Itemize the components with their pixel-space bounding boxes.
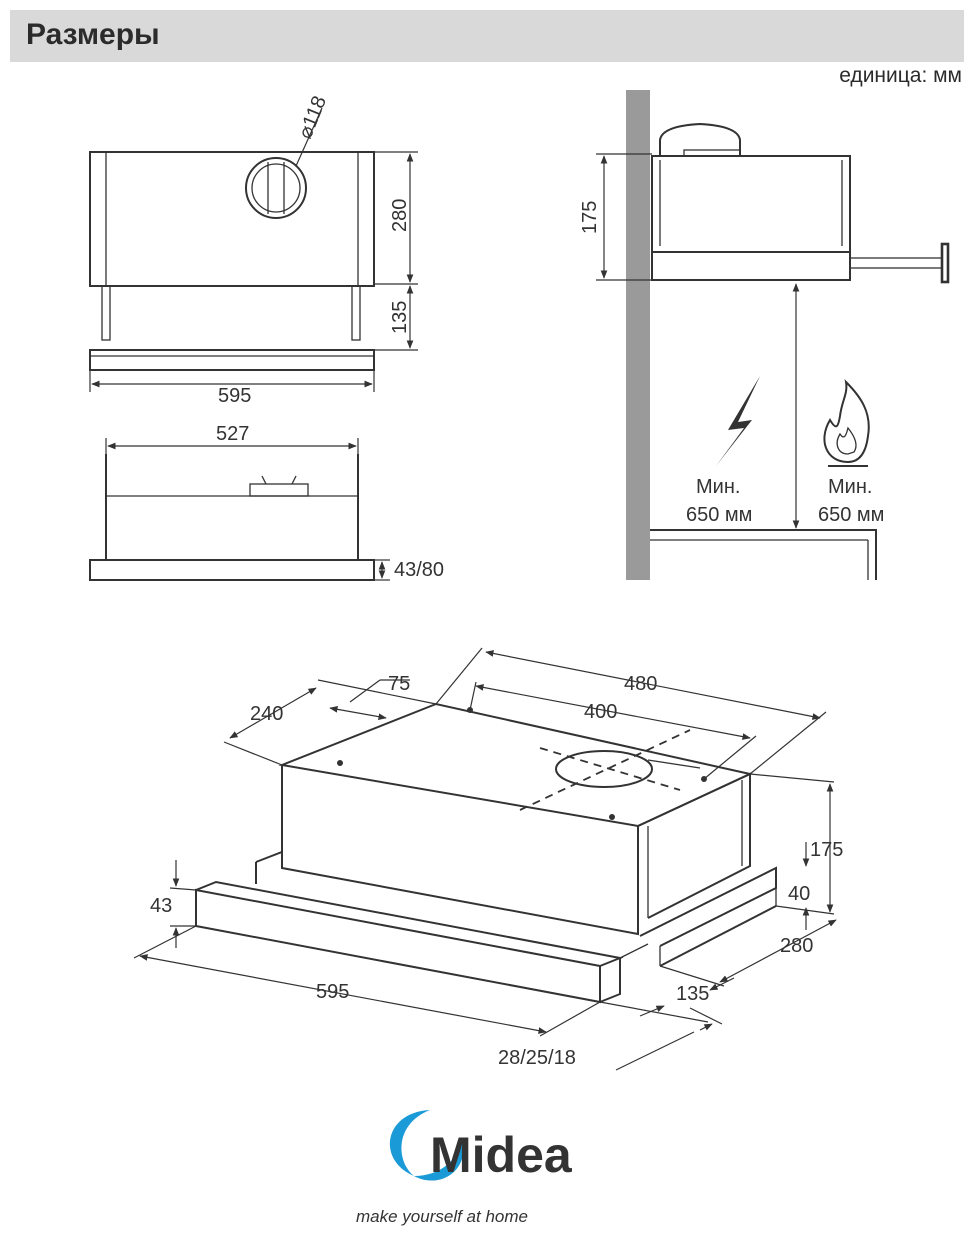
iso-43-label: 43 [150,895,172,917]
gas-value-label: 650 мм [818,504,884,526]
iso-400-label: 400 [584,701,617,723]
top-view [89,438,390,581]
iso-240-label: 240 [250,703,283,725]
iso-75-label: 75 [388,673,410,695]
isometric-view [133,647,837,1071]
gas-min-label: Мин. [828,476,872,498]
side-height-label: 175 [579,201,601,234]
front-view [89,107,418,392]
side-view [596,90,950,580]
unit-label: единица: мм [839,64,962,87]
front-diameter-label: ⌀118 [294,93,331,142]
front-height-lower-label: 135 [389,301,411,334]
lightning-icon [716,376,760,466]
front-height-body-label: 280 [389,199,411,232]
iso-282518-label: 28/25/18 [498,1047,576,1069]
iso-175-label: 175 [810,839,843,861]
iso-480-label: 480 [624,673,657,695]
iso-135-label: 135 [676,983,709,1005]
header-bar [10,10,964,62]
brand-slogan: make yourself at home [356,1207,528,1226]
midea-logo: Midea make yourself at home [356,1110,573,1226]
iso-595-label: 595 [316,981,349,1003]
iso-280-label: 280 [780,935,813,957]
flame-icon [823,379,870,467]
top-width-label: 527 [216,423,249,445]
page-title: Размеры [26,18,160,51]
top-depth-label: 43/80 [394,559,444,581]
electric-value-label: 650 мм [686,504,752,526]
front-width-label: 595 [218,385,251,407]
brand-name: Midea [430,1127,573,1183]
iso-40-label: 40 [788,883,810,905]
electric-min-label: Мин. [696,476,740,498]
